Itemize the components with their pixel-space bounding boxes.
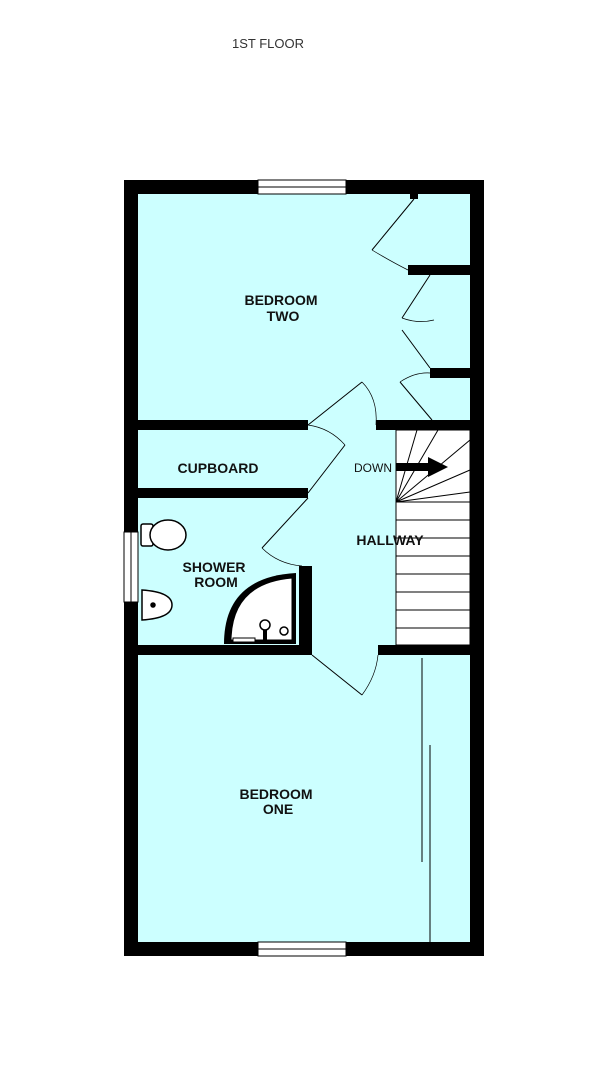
room-label-bedroom-two-line1: BEDROOM xyxy=(244,292,317,308)
interior-walls xyxy=(138,194,470,655)
room-label-bedroom-one-line2: ONE xyxy=(263,801,293,817)
door-bedroom-two xyxy=(307,381,377,426)
toilet xyxy=(140,519,187,551)
room-label-cupboard: CUPBOARD xyxy=(178,460,259,476)
stairs-down-arrow xyxy=(396,457,448,477)
wash-basin xyxy=(141,589,173,621)
room-label-bedroom-one-line1: BEDROOM xyxy=(239,786,312,802)
window-bottom xyxy=(257,941,347,957)
window-top xyxy=(257,179,347,195)
room-label-shower-room: SHOWER ROOM xyxy=(183,559,250,590)
stairs-down-label: DOWN xyxy=(354,461,392,475)
door-cupboard xyxy=(307,424,346,494)
room-label-bedroom-two-line2: TWO xyxy=(267,308,300,324)
floor-title: 1ST FLOOR xyxy=(232,36,304,51)
door-bedroom-one xyxy=(311,654,379,696)
room-label-shower-room-line1: SHOWER xyxy=(183,559,246,575)
sliding-wardrobe xyxy=(421,658,431,942)
door-shower-room xyxy=(261,497,309,567)
room-label-bedroom-two: BEDROOM TWO xyxy=(244,292,321,324)
room-label-shower-room-line2: ROOM xyxy=(194,574,238,590)
room-label-bedroom-one: BEDROOM ONE xyxy=(239,786,316,817)
window-left xyxy=(123,531,139,603)
shower-tray xyxy=(224,573,296,644)
outer-walls xyxy=(124,180,484,956)
wardrobe-doors-bedroom-two xyxy=(371,198,435,421)
room-label-hallway: HALLWAY xyxy=(356,532,424,548)
